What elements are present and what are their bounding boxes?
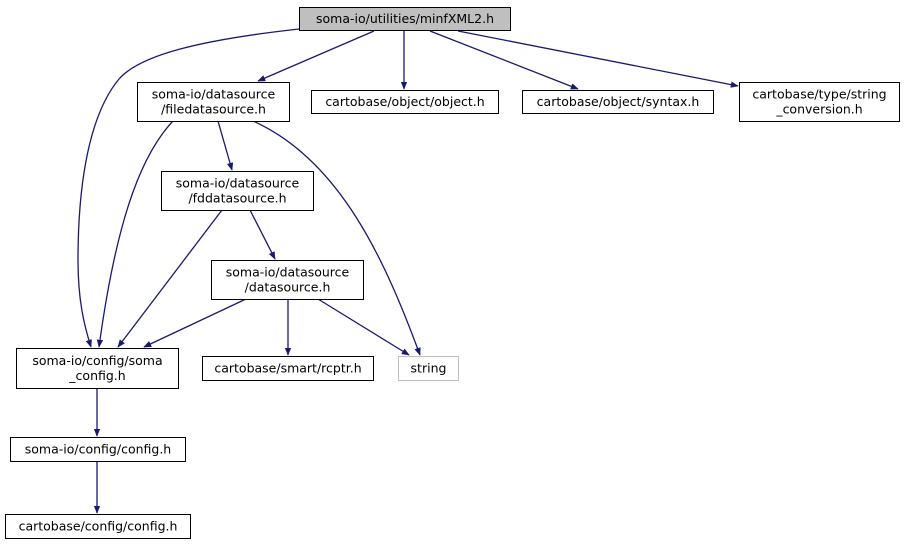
edge-filedatasource-to-fddatasource bbox=[217, 120, 234, 171]
edge-arrow bbox=[429, 30, 579, 90]
node-box bbox=[16, 348, 179, 389]
edge-root-to-soma-config bbox=[77, 28, 300, 348]
node-soma-config[interactable]: soma-io/config/soma_config.h bbox=[16, 348, 179, 389]
edge-arrow bbox=[317, 298, 410, 356]
node-box bbox=[137, 82, 290, 122]
node-label: cartobase/smart/rcptr.h bbox=[214, 361, 361, 376]
edge-root-to-syntax bbox=[429, 30, 579, 90]
node-box bbox=[522, 90, 714, 114]
node-cartobase-config[interactable]: cartobase/config/config.h bbox=[5, 514, 191, 539]
edge-root-to-string-conversion bbox=[457, 30, 739, 88]
edge-arrow bbox=[217, 120, 234, 171]
node-label: /fddatasource.h bbox=[188, 191, 286, 206]
node-label: string bbox=[411, 361, 447, 376]
edge-arrow bbox=[252, 120, 421, 356]
node-root[interactable]: soma-io/utilities/minfXML2.h bbox=[299, 7, 511, 31]
node-box bbox=[311, 90, 499, 114]
edge-arrow bbox=[143, 298, 247, 348]
node-label: cartobase/type/string bbox=[752, 87, 886, 102]
edge-arrow bbox=[117, 209, 223, 348]
node-label: /datasource.h bbox=[245, 280, 331, 295]
node-label: soma-io/datasource bbox=[226, 265, 350, 280]
node-label: /filedatasource.h bbox=[161, 102, 266, 117]
node-syntax[interactable]: cartobase/object/syntax.h bbox=[522, 90, 714, 114]
edge-arrow bbox=[257, 30, 375, 82]
edge-root-to-filedatasource bbox=[257, 30, 375, 82]
node-box bbox=[299, 7, 511, 31]
edge-arrow bbox=[77, 28, 300, 348]
edge-datasource-to-soma-config bbox=[143, 298, 247, 348]
node-label: cartobase/object/syntax.h bbox=[537, 94, 700, 109]
node-box bbox=[161, 171, 314, 211]
node-string-conversion[interactable]: cartobase/type/string_conversion.h bbox=[739, 82, 900, 122]
node-label: soma-io/config/config.h bbox=[25, 442, 171, 457]
edges-layer bbox=[77, 28, 739, 514]
edge-fddatasource-to-datasource bbox=[249, 209, 276, 260]
node-rcptr[interactable]: cartobase/smart/rcptr.h bbox=[202, 356, 374, 381]
edge-arrow bbox=[457, 30, 739, 88]
edge-filedatasource-to-string bbox=[252, 120, 421, 356]
node-box bbox=[211, 260, 364, 300]
node-label: cartobase/object/object.h bbox=[325, 94, 484, 109]
node-datasource[interactable]: soma-io/datasource/datasource.h bbox=[211, 260, 364, 300]
node-fddatasource[interactable]: soma-io/datasource/fddatasource.h bbox=[161, 171, 314, 211]
node-label: soma-io/datasource bbox=[176, 176, 300, 191]
node-label: soma-io/datasource bbox=[152, 87, 276, 102]
node-label: _conversion.h bbox=[775, 102, 862, 117]
edge-arrow bbox=[249, 209, 276, 260]
edge-fddatasource-to-soma-config bbox=[117, 209, 223, 348]
node-box bbox=[202, 356, 374, 381]
node-label: cartobase/config/config.h bbox=[19, 519, 178, 534]
node-object[interactable]: cartobase/object/object.h bbox=[311, 90, 499, 114]
node-string[interactable]: string bbox=[398, 356, 459, 381]
node-label: soma-io/utilities/minfXML2.h bbox=[316, 11, 494, 26]
node-label: soma-io/config/soma bbox=[32, 353, 162, 368]
node-box bbox=[739, 82, 900, 122]
edge-arrow bbox=[96, 120, 174, 348]
edge-filedatasource-to-soma-config bbox=[96, 120, 174, 348]
node-filedatasource[interactable]: soma-io/datasource/filedatasource.h bbox=[137, 82, 290, 122]
node-box bbox=[398, 356, 459, 381]
node-config[interactable]: soma-io/config/config.h bbox=[10, 437, 186, 462]
node-label: _config.h bbox=[68, 368, 125, 383]
node-box bbox=[10, 437, 186, 462]
nodes-layer: soma-io/utilities/minfXML2.h soma-io/data… bbox=[5, 7, 900, 539]
edge-datasource-to-string bbox=[317, 298, 410, 356]
node-box bbox=[5, 514, 191, 539]
